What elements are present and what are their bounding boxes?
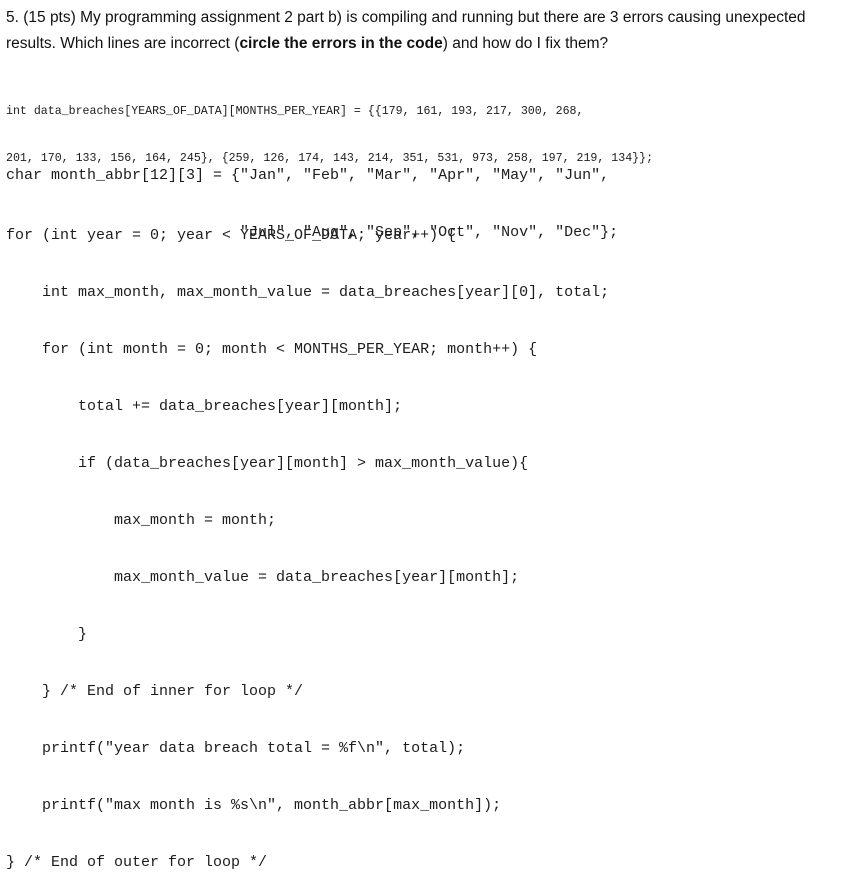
code-line: printf("max month is %s\n", month_abbr[m…	[6, 797, 502, 814]
code-block-month-abbr: char month_abbr[12][3] = {"Jan", "Feb", …	[6, 130, 618, 261]
code-block-loop: for (int year = 0; year < YEARS_OF_DATA;…	[6, 190, 609, 891]
code-line: } /* End of inner for loop */	[6, 683, 304, 700]
question-bold-instruction: circle the errors in the code	[239, 35, 443, 52]
code-line: }	[6, 626, 88, 643]
code-line: printf("year data breach total = %f\n", …	[6, 740, 466, 757]
question-part-2: ) and how do I fix them?	[442, 35, 609, 52]
code-line: } /* End of outer for loop */	[6, 854, 268, 871]
question-text: 5. (15 pts) My programming assignment 2 …	[6, 5, 846, 57]
code-line: max_month = month;	[6, 512, 277, 529]
code-line: for (int month = 0; month < MONTHS_PER_Y…	[6, 341, 538, 358]
code-block-data-breaches: int data_breaches[YEARS_OF_DATA][MONTHS_…	[6, 75, 653, 182]
code-line: total += data_breaches[year][month];	[6, 398, 403, 415]
code-line: char month_abbr[12][3] = {"Jan", "Feb", …	[6, 167, 610, 184]
code-line: int data_breaches[YEARS_OF_DATA][MONTHS_…	[6, 105, 584, 118]
code-line: for (int year = 0; year < YEARS_OF_DATA;…	[6, 227, 457, 244]
code-line: int max_month, max_month_value = data_br…	[6, 284, 610, 301]
code-line: 201, 170, 133, 156, 164, 245}, {259, 126…	[6, 152, 654, 165]
code-line: if (data_breaches[year][month] > max_mon…	[6, 455, 529, 472]
code-line: "Jul", "Aug", "Sep", "Oct", "Nov", "Dec"…	[6, 224, 619, 241]
code-line: max_month_value = data_breaches[year][mo…	[6, 569, 520, 586]
question-part-1: 5. (15 pts) My programming assignment 2 …	[6, 9, 806, 52]
